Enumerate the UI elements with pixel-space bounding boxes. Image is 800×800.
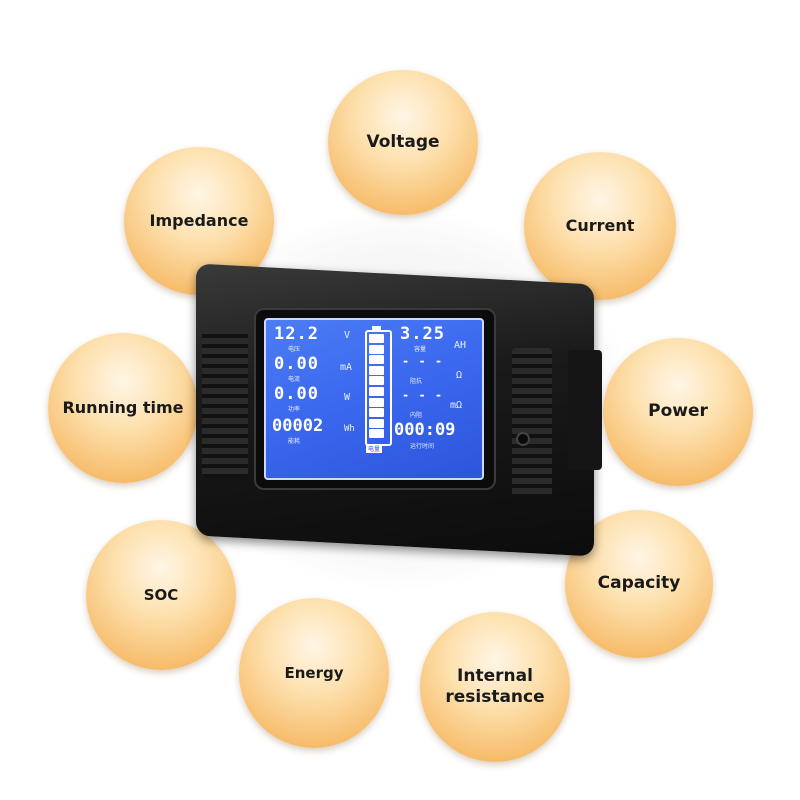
power-readout: 0.00 [274,384,319,404]
battery-cn-label: 电量 [366,444,383,453]
current-bubble: Current [524,152,676,300]
battery-bar-segment [369,355,384,365]
power-bubble: Power [603,338,753,486]
current-label: Current [565,216,635,235]
capacity-label: Capacity [597,573,681,594]
resistance-unit: mΩ [450,400,463,411]
impedance-label: Impedance [149,211,249,230]
energy-unit: Wh [344,424,355,434]
resistance-cn-label: 内阻 [410,412,423,419]
voltage-label: Voltage [366,131,440,152]
power-label: Power [648,401,708,422]
backlight-button[interactable] [516,432,530,446]
battery-cap [372,326,381,330]
voltage-bubble: Voltage [328,70,478,215]
left-grip-ribs [202,328,248,478]
internal-resistance-bubble: Internal resistance [420,612,570,762]
lcd-screen: 12.2 电压 V 0.00 电流 mA 0.00 功率 W 00002 能耗 … [264,318,484,480]
energy-bubble: Energy [239,598,389,748]
energy-cn-label: 能耗 [288,438,301,445]
energy-readout: 00002 [272,416,324,436]
running-time-label: Running time [62,398,184,417]
voltage-readout: 12.2 [274,324,319,344]
battery-bar-segment [369,418,384,428]
soc-bubble: SOC [86,520,236,670]
right-grip-ribs [512,348,552,498]
current-readout: 0.00 [274,354,319,374]
battery-bar-segment [369,408,384,418]
impedance-unit: Ω [456,370,463,381]
capacity-readout: 3.25 [400,324,445,344]
capacity-cn-label: 容量 [414,346,427,353]
energy-label: Energy [284,663,344,682]
capacity-unit: AH [454,340,467,351]
impedance-cn-label: 阻抗 [410,378,423,385]
power-unit: W [344,392,351,403]
voltage-cn-label: 电压 [288,346,301,353]
internal-resistance-line1: Internal [457,665,533,686]
running-time-bubble: Running time [48,333,198,483]
battery-bar-segment [369,429,384,439]
running-time-cn-label: 运行时间 [410,443,435,450]
current-cn-label: 电流 [288,376,301,383]
battery-bar-segment [369,376,384,386]
battery-bar-segment [369,397,384,407]
current-unit: mA [340,362,353,373]
battery-meter-device: 12.2 电压 V 0.00 电流 mA 0.00 功率 W 00002 能耗 … [196,263,602,557]
voltage-unit: V [344,330,351,341]
battery-bar-segment [369,344,384,354]
internal-resistance-label: Internal resistance [445,666,544,709]
battery-bar-segment [369,387,384,396]
power-cn-label: 功率 [288,406,301,413]
resistance-readout: - - - [402,388,444,402]
running-time-readout: 000:09 [394,420,456,440]
soc-label: SOC [143,585,179,604]
impedance-readout: - - - [402,354,444,368]
side-clip [568,350,602,470]
battery-bar-segment [369,334,384,343]
internal-resistance-line2: resistance [445,687,545,707]
battery-bar-segment [369,365,384,375]
